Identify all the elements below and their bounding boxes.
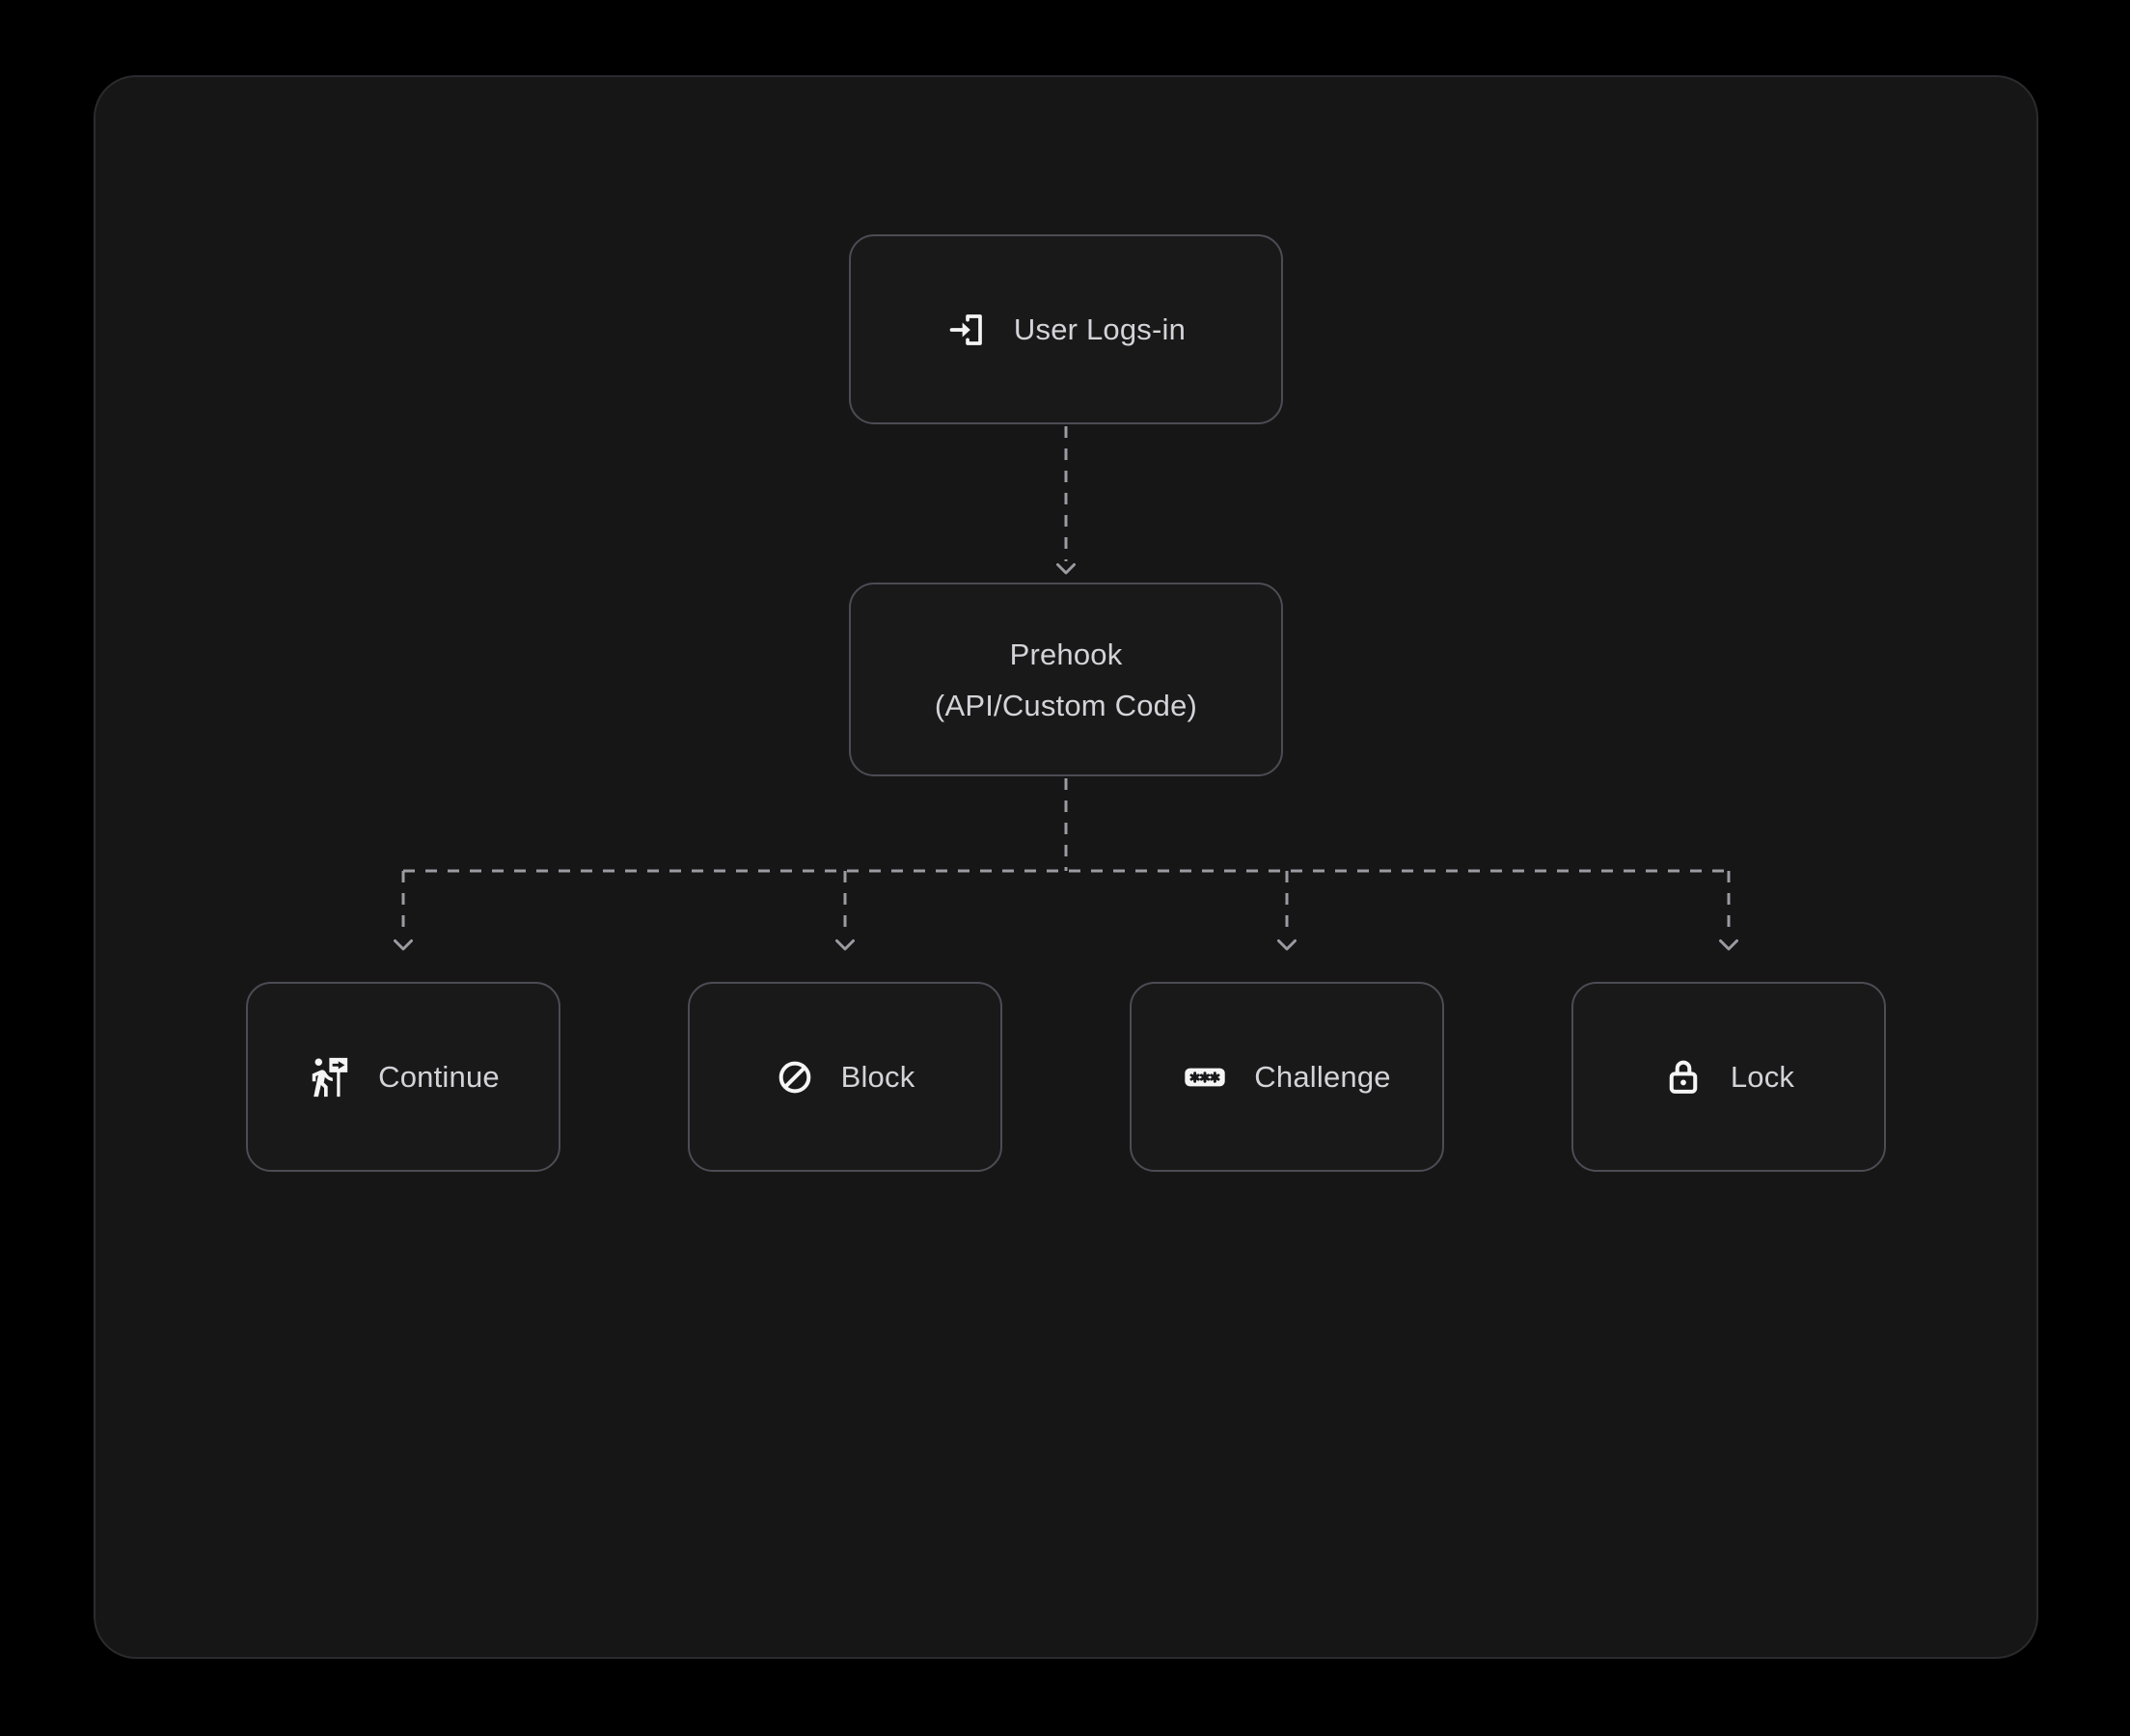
lock-icon: [1663, 1057, 1704, 1098]
node-block: Block: [688, 982, 1002, 1172]
prehook-subtitle: (API/Custom Code): [934, 688, 1198, 722]
node-label: Lock: [1730, 1059, 1795, 1094]
node-prehook: Prehook (API/Custom Code): [849, 583, 1283, 776]
follow-the-signs-icon: [307, 1055, 351, 1099]
node-label: Challenge: [1254, 1059, 1391, 1094]
node-label: User Logs-in: [1013, 312, 1187, 346]
block-icon: [776, 1058, 814, 1097]
node-user-logs-in: User Logs-in: [849, 234, 1283, 424]
node-continue: Continue: [246, 982, 560, 1172]
login-icon: [946, 310, 987, 350]
prehook-title: Prehook: [1009, 637, 1123, 671]
node-lock: Lock: [1571, 982, 1886, 1172]
password-icon: [1183, 1055, 1227, 1099]
node-label: Continue: [378, 1059, 500, 1094]
node-challenge: Challenge: [1130, 982, 1444, 1172]
node-label: Block: [840, 1059, 915, 1094]
